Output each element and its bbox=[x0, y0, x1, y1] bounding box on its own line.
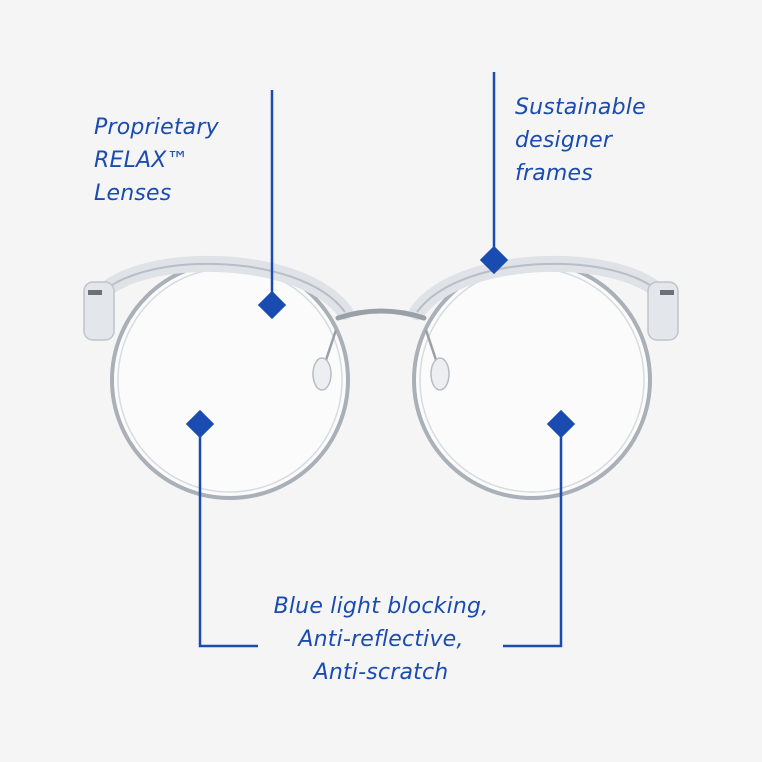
leader-line-coatings-left bbox=[198, 426, 258, 648]
eyeglasses bbox=[83, 256, 679, 500]
callout-coatings-line-1: Blue light blocking, bbox=[273, 594, 489, 619]
left-lens bbox=[110, 260, 350, 500]
callout-lenses-line-3: Lenses bbox=[94, 181, 172, 206]
nose-pads bbox=[312, 329, 450, 391]
marker-diamond-coatings-right bbox=[546, 409, 576, 439]
callout-frames: Sustainable designer frames bbox=[515, 91, 646, 190]
callout-coatings: Blue light blocking, Anti-reflective, An… bbox=[0, 590, 762, 689]
callout-frames-line-2: designer bbox=[515, 128, 613, 153]
marker-diamond-lenses bbox=[257, 290, 287, 320]
callout-lenses-line-2: RELAX™ bbox=[94, 148, 189, 173]
leader-line-coatings-right bbox=[503, 426, 563, 648]
callout-lenses: Proprietary RELAX™ Lenses bbox=[94, 111, 219, 210]
right-hinge bbox=[647, 281, 679, 341]
callout-frames-line-3: frames bbox=[515, 161, 593, 186]
bridge bbox=[335, 308, 427, 321]
callout-coatings-line-3: Anti-scratch bbox=[313, 660, 449, 685]
right-lens bbox=[412, 260, 652, 500]
callout-lenses-line-1: Proprietary bbox=[94, 115, 219, 140]
callout-frames-line-1: Sustainable bbox=[515, 95, 646, 120]
left-hinge bbox=[83, 281, 115, 341]
callout-coatings-line-2: Anti-reflective, bbox=[298, 627, 464, 652]
